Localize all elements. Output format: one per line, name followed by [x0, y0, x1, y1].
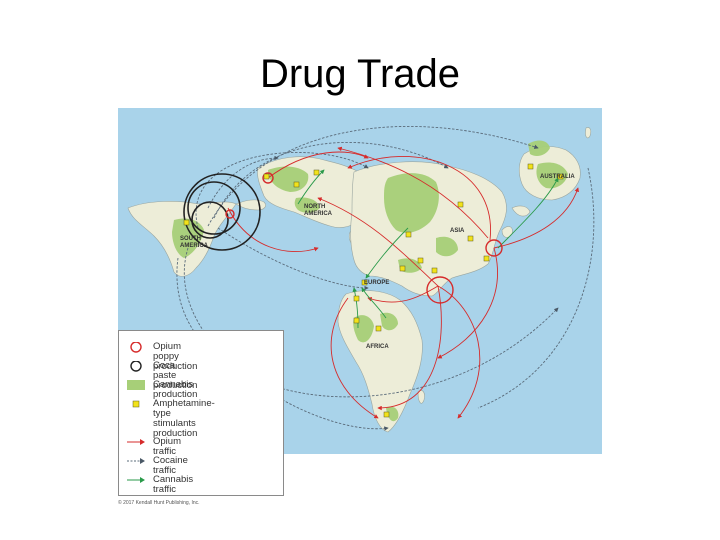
- label-asia: ASIA: [450, 228, 465, 234]
- indonesia-land: [511, 205, 531, 217]
- coca-production-sites: [183, 173, 261, 251]
- copyright-notice: © 2017 Kendall Hunt Publishing, Inc.: [118, 500, 200, 506]
- cannabis-traffic-routes: [297, 169, 559, 329]
- label-africa: AFRICA: [366, 344, 389, 350]
- legend-label: Cocaine traffic: [153, 455, 188, 476]
- black-circle-icon: [127, 360, 147, 376]
- legend-label: Opium poppy production: [153, 341, 198, 372]
- legend-label: Amphetamine-type stimulants production: [153, 398, 215, 439]
- legend-label: Opium traffic: [153, 436, 181, 457]
- legend-label: Coca paste production: [153, 360, 198, 391]
- cocaine-traffic-routes: [176, 125, 595, 431]
- red-arrow-icon: [127, 437, 147, 452]
- cannabis-production-areas: [172, 140, 568, 422]
- label-north-america-l1: NORTH: [304, 204, 325, 210]
- amphetamine-production-sites: [183, 163, 564, 418]
- opium-production-sites: [225, 172, 503, 304]
- legend-label: Cannabis production: [153, 379, 198, 400]
- slide-title: Drug Trade: [259, 52, 461, 96]
- map-legend: Opium poppy production Coca paste produc…: [118, 330, 284, 496]
- madagascar-land: [417, 390, 425, 404]
- new-zealand-land: [585, 127, 592, 139]
- label-south-america-l2: AMERICA: [180, 243, 209, 249]
- green-rect-icon: [127, 380, 147, 395]
- legend-label: Cannabis traffic: [153, 474, 194, 495]
- label-south-america-l1: SOUTH: [180, 236, 201, 242]
- label-north-america-l2: AMERICA: [304, 211, 333, 217]
- gray-arrow-icon: [127, 456, 147, 471]
- label-australia: AUSTRALIA: [540, 174, 575, 180]
- red-circle-icon: [127, 341, 147, 357]
- opium-traffic-routes: [227, 146, 579, 419]
- green-arrow-icon: [127, 475, 147, 490]
- label-europe: EUROPE: [364, 280, 389, 286]
- yellow-square-icon: [127, 399, 147, 414]
